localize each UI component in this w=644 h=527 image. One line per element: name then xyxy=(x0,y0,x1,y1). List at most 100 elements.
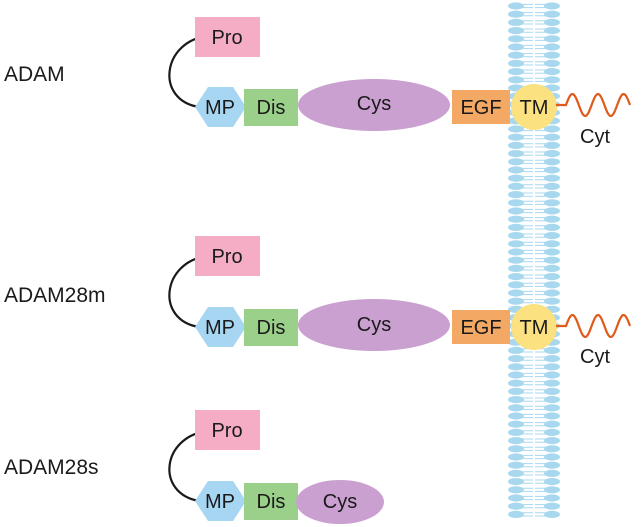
lipid-tail xyxy=(523,512,533,517)
pro-domain xyxy=(195,17,260,57)
lipid-head xyxy=(508,150,524,158)
lipid-tail xyxy=(523,454,533,460)
lipid-head xyxy=(544,2,560,10)
lipid-head xyxy=(544,43,560,51)
cys-domain-label: Cys xyxy=(323,491,357,513)
lipid-tail xyxy=(535,282,545,287)
lipid-tail xyxy=(523,167,533,173)
lipid-head xyxy=(508,174,524,182)
lipid-tail xyxy=(523,208,533,214)
lipid-tail xyxy=(535,53,545,58)
lipid-tail xyxy=(523,151,533,156)
lipid-head xyxy=(508,346,524,354)
lipid-tail xyxy=(535,69,545,74)
cyt-tail xyxy=(556,313,632,339)
lipid-tail xyxy=(535,167,545,173)
lipid-tail xyxy=(523,200,533,205)
lipid-tail xyxy=(535,430,545,435)
lipid-head xyxy=(508,281,524,289)
lipid-tail xyxy=(535,208,545,214)
lipid-tail xyxy=(535,143,545,148)
lipid-head xyxy=(544,346,560,354)
pro-linker xyxy=(168,254,208,329)
lipid-tail xyxy=(523,233,533,238)
pro-linker xyxy=(168,429,208,503)
lipid-head xyxy=(508,379,524,387)
lipid-head xyxy=(544,379,560,387)
cys-domain xyxy=(298,299,450,351)
lipid-head xyxy=(508,248,524,256)
lipid-tail xyxy=(535,12,545,17)
variant-label-adam28s: ADAM28s xyxy=(4,456,99,479)
lipid-head xyxy=(544,199,560,207)
lipid-tail xyxy=(523,258,533,263)
lipid-head xyxy=(508,355,524,363)
lipid-head xyxy=(544,486,560,494)
lipid-tail xyxy=(535,159,545,164)
lipid-tail xyxy=(523,69,533,74)
lipid-tail xyxy=(535,438,545,443)
lipid-tail xyxy=(535,36,545,41)
lipid-tail xyxy=(535,192,545,197)
lipid-head xyxy=(508,68,524,76)
lipid-head xyxy=(508,43,524,51)
lipid-head xyxy=(508,273,524,281)
lipid-head xyxy=(508,510,524,518)
lipid-tail xyxy=(523,61,533,66)
lipid-head xyxy=(544,59,560,67)
lipid-head xyxy=(508,486,524,494)
lipid-tail xyxy=(523,225,533,230)
lipid-tail xyxy=(523,12,533,17)
lipid-tail xyxy=(523,3,533,9)
lipid-head xyxy=(544,502,560,510)
lipid-head xyxy=(544,428,560,436)
lipid-head xyxy=(544,68,560,76)
lipid-head xyxy=(544,10,560,18)
dis-domain-label: Dis xyxy=(257,491,286,513)
lipid-head xyxy=(508,182,524,190)
lipid-head xyxy=(544,166,560,174)
tm-domain-label: TM xyxy=(520,97,549,119)
lipid-tail xyxy=(523,143,533,148)
lipid-tail xyxy=(523,422,533,427)
lipid-head xyxy=(544,412,560,420)
cys-domain xyxy=(298,79,450,131)
lipid-head xyxy=(508,297,524,305)
cyt-label: Cyt xyxy=(580,346,610,368)
lipid-head xyxy=(508,51,524,59)
lipid-head xyxy=(544,18,560,26)
lipid-head xyxy=(544,264,560,272)
mp-domain xyxy=(195,481,246,521)
dis-domain xyxy=(244,483,298,520)
lipid-head xyxy=(544,141,560,149)
lipid-tail xyxy=(535,233,545,238)
lipid-tail xyxy=(523,413,533,419)
lipid-head xyxy=(508,478,524,486)
lipid-head xyxy=(544,461,560,469)
lipid-head xyxy=(508,76,524,84)
lipid-tail xyxy=(535,422,545,427)
lipid-tail xyxy=(535,135,545,140)
lipid-head xyxy=(508,207,524,215)
lipid-tail xyxy=(535,454,545,460)
lipid-head xyxy=(544,494,560,502)
cell-membrane xyxy=(508,2,560,518)
pro-domain-label: Pro xyxy=(211,27,242,49)
dis-domain xyxy=(244,89,298,126)
lipid-tail xyxy=(523,36,533,41)
lipid-head xyxy=(544,396,560,404)
lipid-tail xyxy=(523,356,533,361)
lipid-head xyxy=(508,27,524,35)
lipid-head xyxy=(508,18,524,26)
lipid-tail xyxy=(535,241,545,246)
lipid-tail xyxy=(523,446,533,451)
pro-domain xyxy=(195,236,260,276)
lipid-tail xyxy=(535,266,545,271)
lipid-head xyxy=(508,445,524,453)
lipid-head xyxy=(508,453,524,461)
lipid-head xyxy=(544,51,560,59)
lipid-head xyxy=(544,174,560,182)
lipid-head xyxy=(544,133,560,141)
lipid-head xyxy=(508,10,524,18)
